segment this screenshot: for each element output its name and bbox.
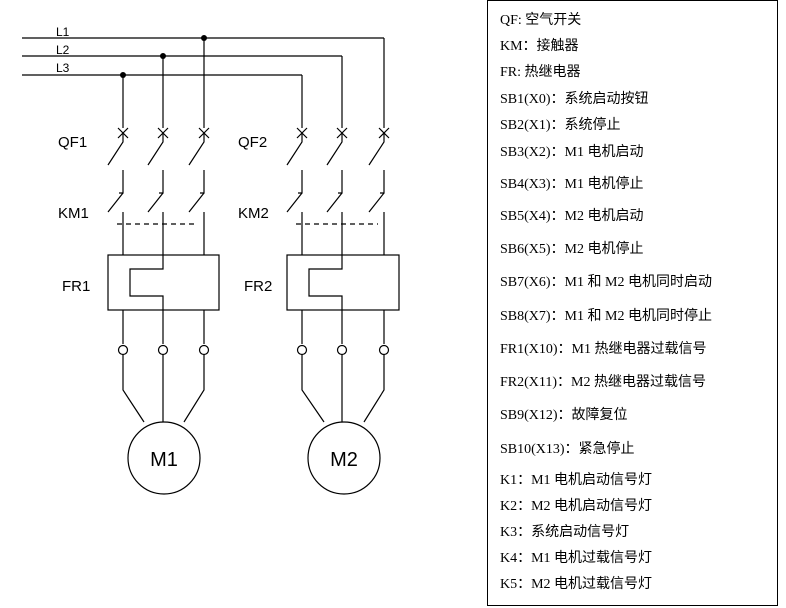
contactor-contact	[188, 186, 205, 240]
breaker-label-qf2: QF2	[238, 134, 267, 151]
motor-lead	[183, 355, 205, 423]
breaker-contact	[147, 133, 164, 186]
circuit-diagram: L1 L2 L3 QF1 QF2 KM1 KM2 FR1 FR2 M1 M2	[22, 25, 400, 495]
legend-item: K1：M1 电机启动信号灯	[500, 473, 653, 488]
legend-item: K3：系统启动信号灯	[500, 525, 630, 540]
contactor-contact	[147, 186, 164, 240]
thermal-element	[301, 240, 385, 310]
legend-item: SB5(X4)：M2 电机启动	[500, 209, 644, 224]
breaker-contact	[188, 133, 205, 186]
terminal-circle	[157, 344, 169, 356]
contactor-label-km2: KM2	[238, 205, 269, 222]
bus-label-l3: L3	[56, 61, 70, 75]
breaker-contact	[326, 133, 343, 186]
bus-label-l1: L1	[56, 25, 70, 39]
legend-item: K2：M2 电机启动信号灯	[500, 499, 653, 514]
legend-item: SB1(X0)：系统启动按钮	[500, 92, 649, 107]
legend-item: SB8(X7)：M1 和 M2 电机同时停止	[500, 309, 712, 324]
legend-item: KM：接触器	[500, 39, 579, 54]
motor-lead	[301, 355, 325, 423]
legend-item: FR1(X10)：M1 热继电器过载信号	[500, 342, 707, 357]
legend-item: SB7(X6)：M1 和 M2 电机同时启动	[500, 275, 712, 290]
contactor-contact	[326, 186, 343, 240]
motor-circle	[307, 421, 381, 495]
legend-item: SB6(X5)：M2 电机停止	[500, 242, 644, 257]
motor-lead	[363, 355, 385, 423]
terminal-circle	[117, 344, 129, 356]
legend-item: SB4(X3)：M1 电机停止	[500, 177, 644, 192]
thermal-element	[122, 240, 205, 310]
contactor-label-km1: KM1	[58, 205, 89, 222]
terminal-circle	[378, 344, 390, 356]
terminal-circle	[296, 344, 308, 356]
contactor-contact	[107, 186, 124, 240]
motor-branch-m1	[107, 127, 220, 495]
legend-panel: QF: 空气开关 KM：接触器 FR: 热继电器 SB1(X0)：系统启动按钮 …	[487, 0, 778, 606]
breaker-label-qf1: QF1	[58, 134, 87, 151]
breaker-contact	[368, 133, 385, 186]
motor-label-m1: M1	[150, 449, 178, 471]
bus-label-l2: L2	[56, 43, 70, 57]
motor-label-m2: M2	[330, 449, 358, 471]
legend-item: SB10(X13)：紧急停止	[500, 442, 635, 457]
relay-label-fr2: FR2	[244, 278, 272, 295]
motor-branch-m2	[286, 127, 400, 495]
thermal-relay-box	[286, 254, 400, 311]
legend-item: K5：M2 电机过载信号灯	[500, 577, 653, 592]
breaker-contact	[107, 133, 124, 186]
motor-lead	[122, 355, 145, 423]
legend-item: FR: 热继电器	[500, 65, 581, 80]
legend-item: K4：M1 电机过载信号灯	[500, 551, 653, 566]
relay-label-fr1: FR1	[62, 278, 90, 295]
legend-item: QF: 空气开关	[500, 13, 582, 28]
bus-junction-dots	[120, 35, 207, 78]
terminal-circle	[336, 344, 348, 356]
legend-item: SB3(X2)：M1 电机启动	[500, 145, 644, 160]
contactor-contact	[368, 186, 385, 240]
legend-item: FR2(X11)：M2 热继电器过载信号	[500, 375, 706, 390]
legend-item: SB9(X12)：故障复位	[500, 408, 628, 423]
breaker-contact	[286, 133, 303, 186]
power-bus-lines	[22, 37, 385, 128]
contactor-contact	[286, 186, 303, 240]
legend-item: SB2(X1)：系统停止	[500, 118, 621, 133]
motor-circle	[127, 421, 201, 495]
terminal-circle	[198, 344, 210, 356]
